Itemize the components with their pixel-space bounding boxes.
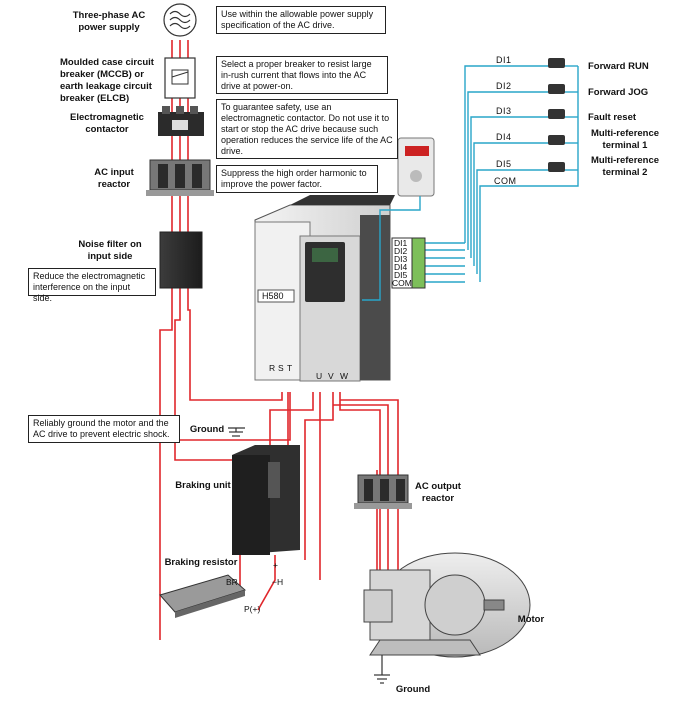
remote-keypad	[397, 137, 435, 197]
note-breaker: Select a proper breaker to resist large …	[216, 56, 388, 94]
label-output-reactor: AC output reactor	[415, 481, 461, 504]
breaker-symbol	[164, 57, 196, 99]
tb-di2: DI2	[394, 246, 408, 256]
braking-unit-device	[232, 445, 300, 555]
terminal-br: BR	[226, 577, 238, 587]
switch-icons	[548, 58, 565, 172]
terminal-block	[391, 237, 426, 289]
label-input-reactor: AC input reactor	[94, 167, 134, 190]
terminal-minus: −H	[272, 577, 284, 587]
terminal-r: R	[269, 363, 276, 373]
terminal-s: S	[278, 363, 284, 373]
note-noise-filter: Reduce the electromagnetic interference …	[28, 268, 156, 303]
label-braking-resistor: Braking resistor	[164, 557, 238, 568]
label-supply: Three-phase AC power supply	[72, 10, 146, 33]
tb-di4: DI4	[394, 262, 408, 272]
ground-symbol-drive	[228, 427, 245, 437]
label-motor: Motor	[517, 614, 545, 625]
drive-model-label: H580	[262, 291, 284, 301]
input-reactor-symbol	[146, 159, 214, 196]
tb-di5: DI5	[394, 270, 408, 280]
terminal-plus: +	[273, 560, 278, 570]
com-name: COM	[494, 176, 517, 186]
motor-device	[363, 552, 531, 658]
tb-di1: DI1	[394, 238, 408, 248]
noise-filter-symbol	[159, 231, 203, 289]
contactor-symbol	[158, 106, 204, 136]
terminal-t: T	[287, 363, 293, 373]
note-supply: Use within the allowable power supply sp…	[216, 6, 386, 34]
ac-drive	[254, 195, 395, 382]
label-ground-2: Ground	[395, 684, 431, 695]
di2-function: Forward JOG	[588, 87, 649, 98]
di3-name: DI3	[496, 106, 512, 116]
note-contactor: To guarantee safety, use an electromagne…	[216, 99, 398, 159]
terminal-w: W	[340, 371, 349, 381]
note-reactor: Suppress the high order harmonic to impr…	[216, 165, 378, 193]
di2-name: DI2	[496, 81, 512, 91]
label-braking-unit: Braking unit	[175, 480, 231, 491]
power-supply-symbol	[163, 3, 197, 37]
tb-di3: DI3	[394, 254, 408, 264]
di5-name: DI5	[496, 159, 512, 169]
note-ground: Reliably ground the motor and the AC dri…	[28, 415, 180, 443]
output-reactor-symbol	[354, 474, 412, 509]
ground-symbol-motor	[374, 655, 390, 684]
terminal-v: V	[328, 371, 334, 381]
di4-name: DI4	[496, 132, 512, 142]
label-noise-filter: Noise filter on input side	[78, 239, 142, 262]
terminal-u: U	[316, 371, 323, 381]
di1-function: Forward RUN	[588, 61, 649, 72]
label-contactor: Electromagnetic contactor	[70, 112, 144, 135]
di1-name: DI1	[496, 55, 512, 65]
di3-function: Fault reset	[588, 112, 637, 123]
di4-function: Multi-reference terminal 1	[590, 128, 660, 151]
label-ground-1: Ground	[189, 424, 225, 435]
signal-wires	[362, 65, 579, 301]
label-breaker: Moulded case circuit breaker (MCCB) or e…	[60, 57, 154, 104]
tb-com: COM	[392, 278, 412, 288]
di5-function: Multi-reference terminal 2	[590, 155, 660, 178]
braking-resistor-device	[159, 574, 246, 618]
terminal-p: P(+)	[244, 604, 261, 614]
